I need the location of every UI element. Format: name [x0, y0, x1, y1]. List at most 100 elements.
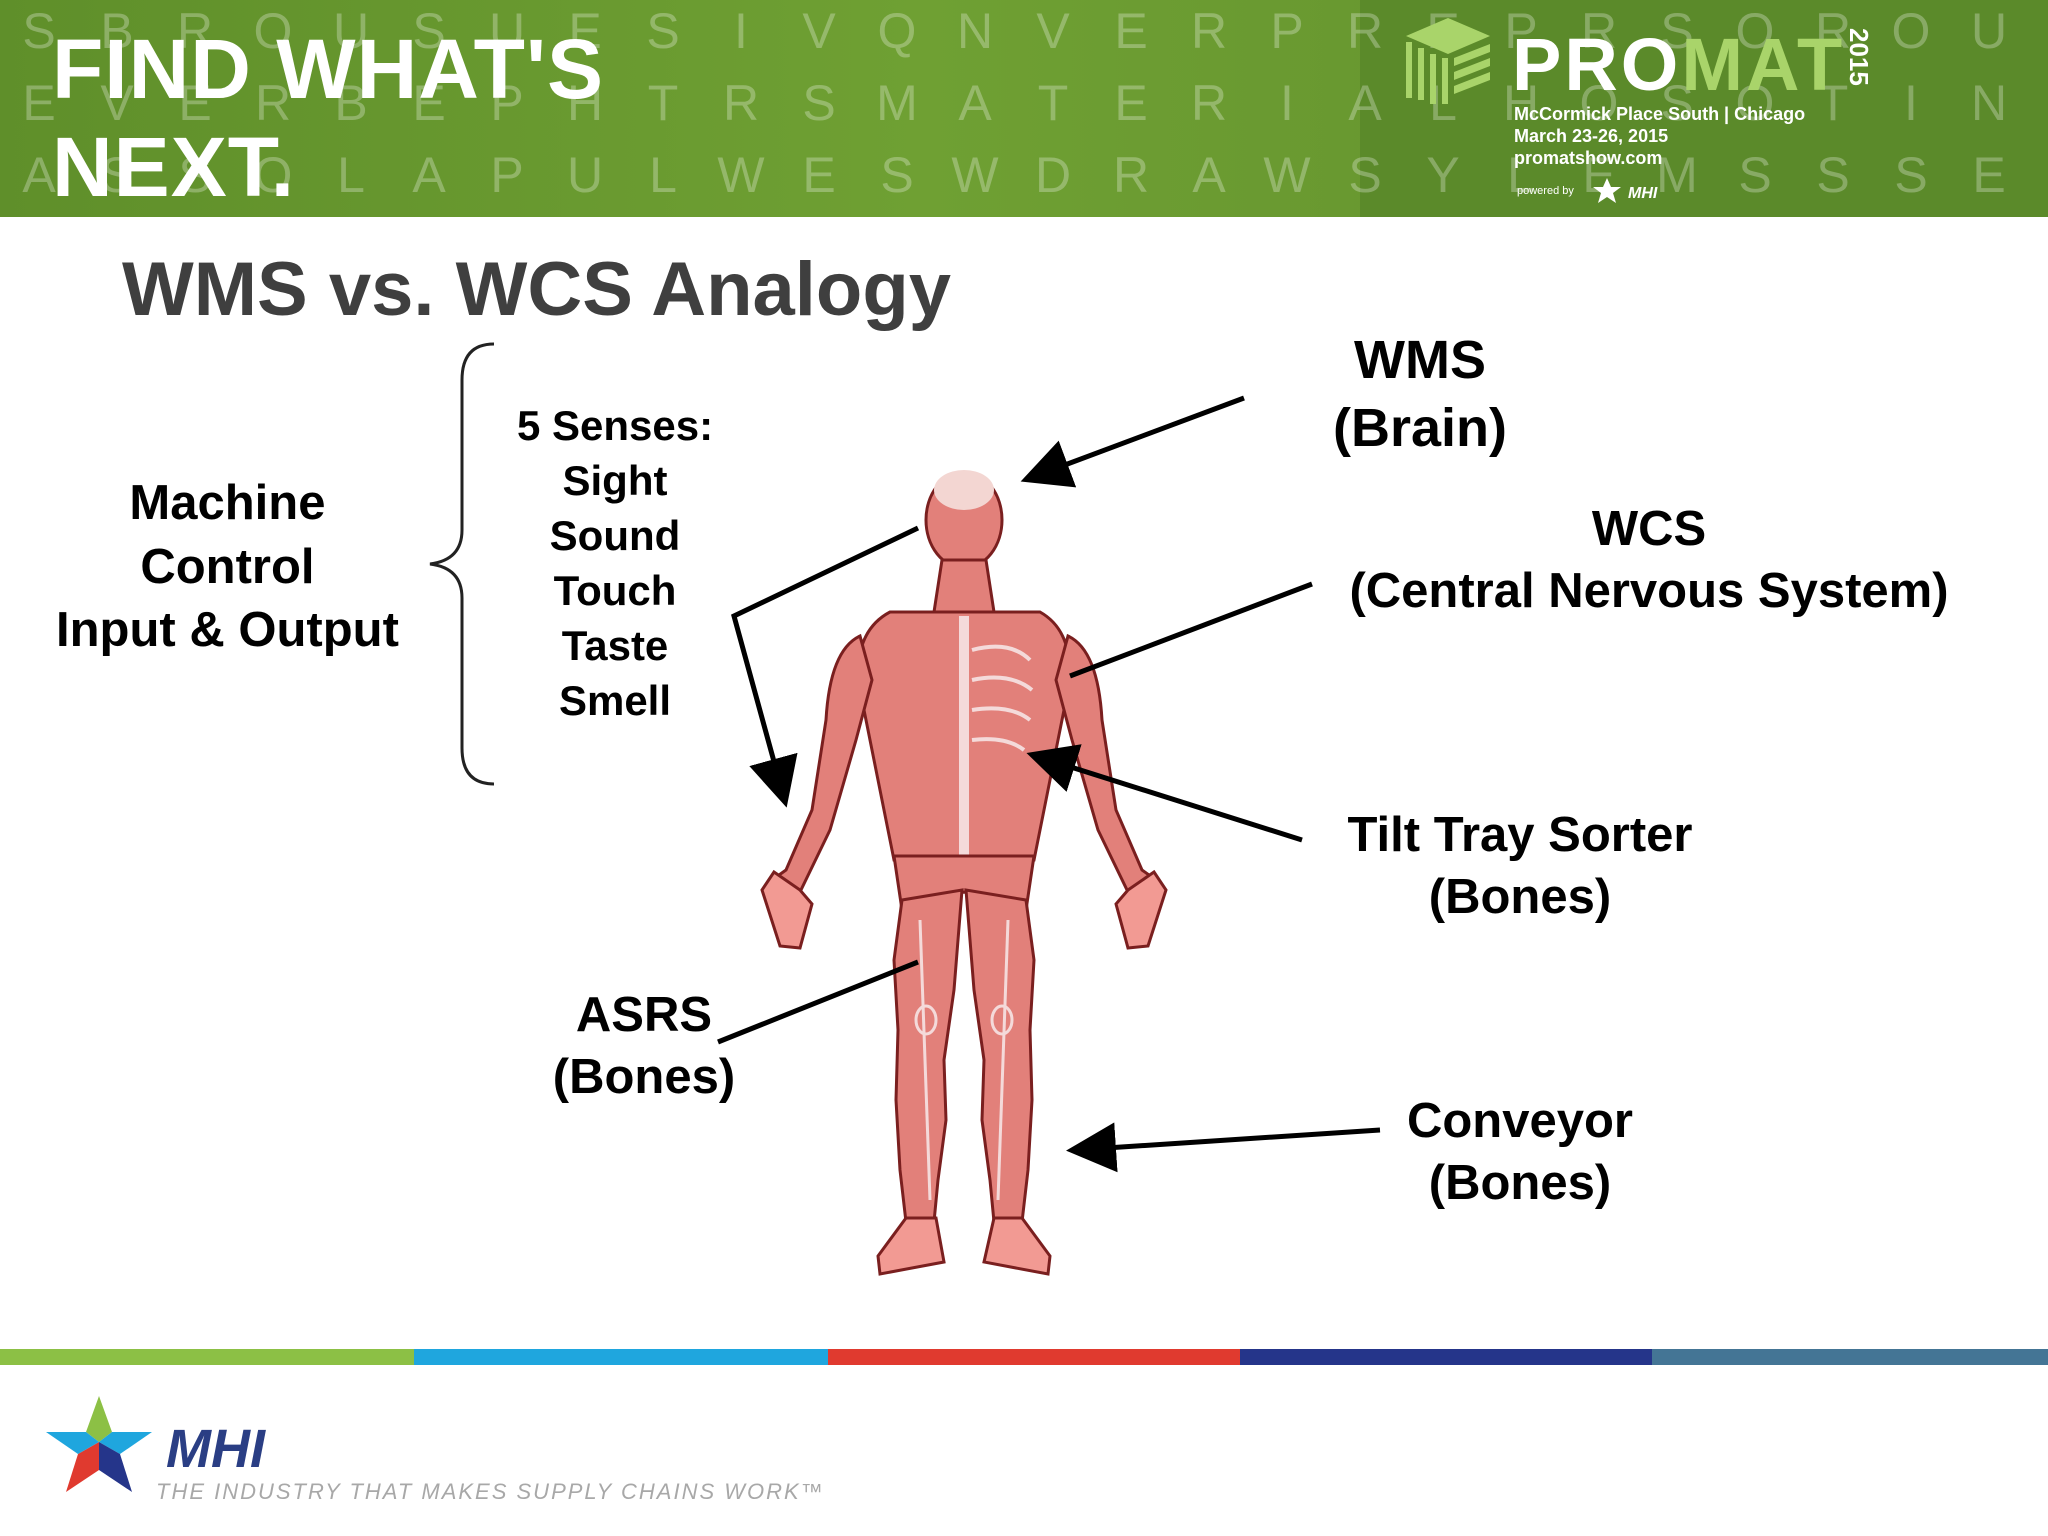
sense-item: Sound	[549, 512, 681, 559]
letter-grid-cell: S	[1894, 147, 1928, 203]
letter-grid-cell: A	[958, 75, 992, 131]
event-venue: McCormick Place South | Chicago	[1514, 104, 1806, 124]
figure-left-arm	[1054, 633, 1160, 894]
event-website[interactable]: promatshow.com	[1514, 148, 1663, 168]
wcs-label-line: WCS	[1591, 502, 1707, 556]
letter-grid-cell: W	[717, 147, 765, 203]
letter-grid-cell: S	[1348, 147, 1382, 203]
letter-grid-cell: E	[1972, 147, 2006, 203]
letter-grid-cell: N	[956, 3, 994, 59]
wms-label-line: (Brain)	[1333, 398, 1507, 458]
letter-grid-cell: S	[100, 147, 134, 203]
letter-grid-cell: M	[876, 75, 918, 131]
letter-grid-cell: E	[22, 75, 56, 131]
letter-grid-cell: V	[1036, 3, 1070, 59]
arrow-wcs	[1069, 581, 1313, 679]
machine-control-label: Machine Control Input & Output	[56, 472, 399, 663]
wms-label-line: WMS	[1354, 330, 1486, 390]
letter-grid-cell: S	[646, 3, 680, 59]
letter-grid-cell: R	[254, 75, 292, 131]
letter-grid-cell: B	[100, 3, 134, 59]
letter-grid-cell: U	[1970, 3, 2008, 59]
letter-grid-cell: R	[1190, 3, 1228, 59]
letter-grid-cell: E	[178, 75, 212, 131]
letter-grid-cell: Q	[877, 3, 917, 59]
asrs-label: ASRS (Bones)	[534, 984, 754, 1108]
sense-item: Touch	[553, 567, 677, 614]
letter-grid-row: ASSOLAPULWESWDRAWSYLEMSSSEA	[0, 146, 2048, 217]
footer-stripe-steel	[1652, 1349, 2048, 1365]
letter-grid-cell: E	[412, 75, 446, 131]
machine-control-line: Machine	[129, 476, 326, 530]
letter-grid-cell: N	[1970, 75, 2008, 131]
banner-title: FIND WHAT'S NEXT.	[52, 20, 604, 216]
letter-grid-cell: S	[1738, 147, 1772, 203]
mhi-small-logo: MHI	[1593, 178, 1658, 203]
letter-grid-cell: E	[1114, 3, 1148, 59]
letter-grid-cell: T	[1817, 75, 1849, 131]
machine-control-line: Input & Output	[56, 603, 399, 658]
mhi-tagline: THE INDUSTRY THAT MAKES SUPPLY CHAINS WO…	[156, 1479, 825, 1504]
mhi-star-icon	[46, 1396, 152, 1492]
figure-right-hand	[760, 869, 814, 950]
letter-grid-cell: S	[22, 3, 56, 59]
machine-control-line: Control	[140, 539, 315, 594]
letter-grid-cell: H	[1502, 75, 1540, 131]
conveyor-label-line: Conveyor	[1406, 1094, 1633, 1148]
letter-grid-cell: D	[1034, 147, 1072, 203]
letter-grid-cell: E	[802, 147, 836, 203]
letter-grid-cell: R	[1190, 75, 1228, 131]
senses-heading: 5 Senses:	[516, 402, 714, 449]
letter-grid-cell: O	[253, 3, 293, 59]
letter-grid-cell: A	[412, 147, 446, 203]
promat-word-part1: PRO	[1512, 23, 1682, 106]
letter-grid-cell: R	[176, 3, 214, 59]
letter-grid-cell: E	[1114, 75, 1148, 131]
letter-grid-cell: O	[253, 147, 293, 203]
senses-list: 5 Senses: Sight Sound Touch Taste Smell	[500, 398, 730, 728]
event-dates: March 23-26, 2015	[1514, 126, 1669, 146]
footer-stripe-navy	[1240, 1349, 1652, 1365]
promat-banner: SBROUSUESIVQNVERPREPRSOROUSEVERBEPHTRSMA…	[0, 0, 2048, 217]
promat-wordmark: PROMAT	[1512, 22, 1845, 107]
slide-title: WMS vs. WCS Analogy	[122, 247, 952, 332]
letter-grid-cell: S	[412, 3, 446, 59]
letter-grid-cell: M	[1656, 147, 1698, 203]
letter-grid-cell: R	[1346, 3, 1384, 59]
mhi-small-star-icon	[1593, 178, 1621, 203]
letter-grid-cell: I	[1904, 75, 1918, 131]
letter-grid-cell: R	[1112, 147, 1150, 203]
letter-grid-cell: O	[1735, 75, 1775, 131]
promat-word-part2: MAT	[1681, 23, 1846, 106]
letter-grid-cell: W	[951, 147, 999, 203]
footer-stripe-red	[828, 1349, 1240, 1365]
wms-label: WMS (Brain)	[1300, 326, 1540, 462]
letter-grid-cell: P	[490, 147, 524, 203]
figure-right-arm	[768, 633, 874, 894]
letter-grid-cell: S	[1816, 147, 1850, 203]
letter-grid-cell: R	[1814, 3, 1852, 59]
letter-grid-cell: O	[1891, 3, 1931, 59]
human-muscle-figure	[760, 470, 1168, 1276]
letter-grid-cell: H	[566, 75, 604, 131]
letter-grid-cell: E	[568, 3, 602, 59]
footer-stripe-blue	[414, 1349, 828, 1365]
banner-title-line2: NEXT.	[52, 120, 296, 214]
arrow-wms-brain	[1020, 395, 1245, 488]
figure-neck	[932, 558, 996, 614]
letter-grid-cell: B	[334, 75, 368, 131]
arrow-tilt-tray	[1026, 744, 1303, 843]
mhi-small-wordmark: MHI	[1628, 185, 1658, 202]
letter-grid-cell: V	[100, 75, 134, 131]
figure-left-foot	[982, 1216, 1052, 1276]
letter-grid-cell: L	[1507, 147, 1535, 203]
wcs-label: WCS (Central Nervous System)	[1334, 498, 1964, 622]
sense-item: Smell	[558, 677, 672, 724]
letter-grid-cell: O	[1735, 3, 1775, 59]
letter-grid-cell: I	[1280, 75, 1294, 131]
letter-grid-cell: T	[647, 75, 679, 131]
letter-grid-cell: R	[1580, 3, 1618, 59]
letter-grid-cell: U	[488, 3, 526, 59]
promat-cube-icon	[1406, 18, 1490, 104]
tilt-tray-label-line: (Bones)	[1428, 870, 1612, 924]
